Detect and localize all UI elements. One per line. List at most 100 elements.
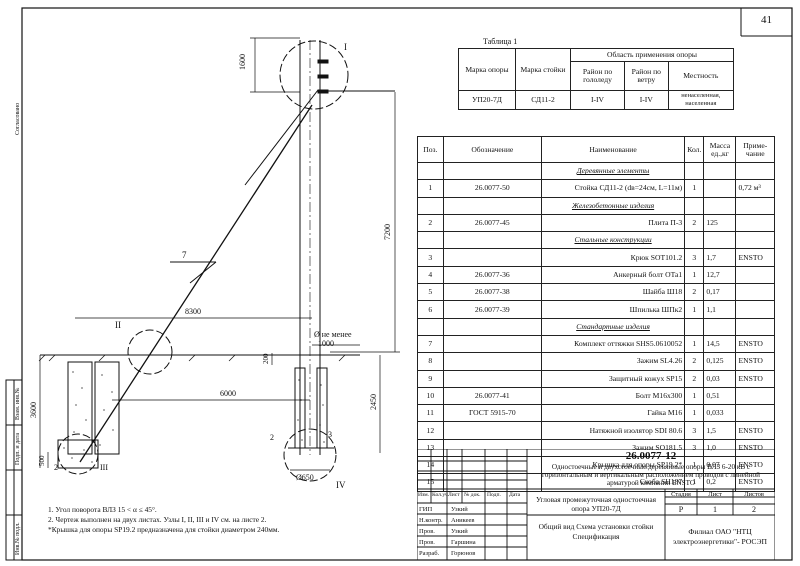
leader-label-2a: 2	[270, 433, 274, 442]
spec-cell-pos: 5	[417, 283, 444, 302]
dim-6000: 6000	[220, 389, 236, 398]
spec-section-row: Стандартные изделия	[417, 317, 775, 336]
spec-cell-qty: 2	[684, 283, 705, 302]
spec-cell-designation: 26.0077-38	[442, 283, 542, 302]
spec-head-designation: Обозначение	[442, 136, 542, 163]
tb-stage-label: Стадия	[671, 491, 691, 498]
tb-description: Одностоечные и двухстоечные деревянные о…	[541, 463, 760, 487]
spec-cell-note: ENSTO	[735, 248, 775, 267]
spec-cell-qty: 3	[684, 248, 705, 267]
t1-support: УП20-7Д	[458, 90, 516, 110]
tb-sheet-title: Общий вид Схема установки стойки Специфи…	[538, 522, 654, 541]
spec-cell-note	[735, 213, 775, 233]
spec-cell-mass: 0,125	[703, 352, 737, 371]
pole-foundation	[288, 367, 334, 449]
tb-change-4: № док.	[464, 492, 481, 498]
spec-cell-mass: 125	[703, 213, 737, 233]
spec-cell-pos: 8	[417, 352, 444, 371]
note-2: 2. Чертеж выполнен на двух листах. Узлы …	[48, 515, 267, 524]
tb-change-3: Лист	[448, 492, 460, 498]
spec-cell-name: Шайба Ш18	[540, 283, 686, 302]
spec-cell-mass: 1,1	[703, 300, 737, 319]
spec-cell-designation	[442, 248, 542, 267]
spec-cell-mass: 12,7	[703, 265, 737, 285]
page-number: 41	[761, 14, 772, 26]
spec-cell-name: Стойка СД11-2 (dв=24см, L=11м)	[540, 179, 686, 198]
spec-cell-pos: 12	[417, 421, 444, 440]
node-label-I: I	[344, 42, 347, 52]
margin-label-3: Инв.№ подл.	[15, 522, 21, 555]
spec-cell-designation	[442, 352, 542, 371]
spec-cell-note	[735, 300, 775, 319]
spec-section-name: Железобетонные изделия	[540, 196, 686, 215]
spec-cell-qty: 1	[684, 300, 705, 319]
tb-org: Филиал ОАО "НТЦ электроэнергетики"- РОСЭ…	[673, 527, 767, 546]
dim-min: Ø не менее	[314, 330, 352, 339]
spec-cell-name: Гайка М16	[540, 404, 686, 423]
tb-role-2: Н.контр.	[419, 517, 443, 524]
margin-stamp-strip	[5, 379, 23, 561]
spec-cell-name: Зажим SL4.26	[540, 352, 686, 371]
spec-cell-designation: 26.0077-50	[442, 179, 542, 198]
spec-cell-note: ENSTO	[735, 421, 775, 440]
t1-head-wind: Район по ветру	[624, 61, 669, 91]
spec-cell-designation: 26.0077-39	[442, 300, 542, 319]
dim-8300: 8300	[185, 307, 201, 316]
tb-staff-2: Аникеев	[451, 517, 475, 524]
spec-cell-pos: 10	[417, 386, 444, 406]
tb-stage: Р	[678, 505, 684, 514]
dim-dia: Ø650	[296, 473, 314, 482]
spec-cell-mass: 1,5	[703, 421, 737, 440]
tb-role-5: Разраб.	[419, 550, 440, 557]
t1-head-ice: Район по гололеду	[570, 61, 625, 91]
spec-cell-name: Скоба SH187	[540, 473, 686, 492]
dim-1600: 1600	[238, 54, 247, 70]
t1-terrain: ненаселенная, населенная	[667, 90, 735, 110]
spec-cell-name: Анкерный болт ОТа1	[540, 265, 686, 285]
spec-table: Поз. Обозначение Наименование Кол. Масса…	[417, 136, 775, 492]
spec-cell-pos: 2	[417, 213, 444, 233]
spec-cell-pos: 6	[417, 300, 444, 319]
spec-cell-note: ENSTO	[735, 369, 775, 388]
spec-section-row: Деревянные элементы	[417, 161, 775, 181]
tb-staff-1: Узкий	[451, 506, 468, 513]
node-label-II: II	[115, 320, 121, 330]
spec-head-note: Приме-чание	[735, 136, 775, 163]
sheet-frame	[21, 7, 793, 561]
spec-cell-name: Комплект оттяжки SHS5.0610052	[540, 334, 686, 354]
spec-cell-mass: 1,7	[703, 248, 737, 267]
tb-role-4: Пров.	[419, 539, 435, 546]
spec-cell-pos: 9	[417, 369, 444, 388]
spec-cell-qty: 1	[684, 386, 705, 406]
tb-sheet: 1	[713, 505, 717, 514]
node-circle-II	[127, 329, 173, 375]
leader-label-7: 7	[182, 250, 187, 260]
spec-cell-designation: ГОСТ 5915-70	[442, 404, 542, 423]
spec-cell-name: Шпилька ШПк2	[540, 300, 686, 319]
tb-object-name: Угловая промежуточная одностоечная опора…	[535, 495, 657, 513]
tb-role-3: Пров.	[419, 528, 435, 535]
t1-head-post: Марка стойки	[515, 48, 571, 91]
spec-cell-mass: 0,033	[703, 404, 737, 423]
dim-3600: 3600	[29, 402, 38, 418]
spec-cell-name: Болт М16х300	[540, 386, 686, 406]
leader-label-2b: 2	[54, 463, 58, 472]
node-circle-I	[279, 40, 349, 110]
dim-2450: 2450	[369, 394, 378, 410]
spec-cell-note: ENSTO	[735, 352, 775, 371]
spec-cell-qty: 3	[684, 421, 705, 440]
tb-change-6: Дата	[509, 492, 521, 498]
spec-cell-pos: 3	[417, 248, 444, 267]
node-label-IV: IV	[336, 480, 346, 490]
spec-cell-mass: 0,17	[703, 283, 737, 302]
spec-cell-qty: 1	[684, 404, 705, 423]
tb-sheet-label: Лист	[708, 491, 722, 498]
insulators	[317, 59, 395, 94]
spec-cell-designation: 26.0077-41	[442, 386, 542, 406]
pole	[299, 40, 321, 455]
spec-cell-designation	[442, 334, 542, 354]
